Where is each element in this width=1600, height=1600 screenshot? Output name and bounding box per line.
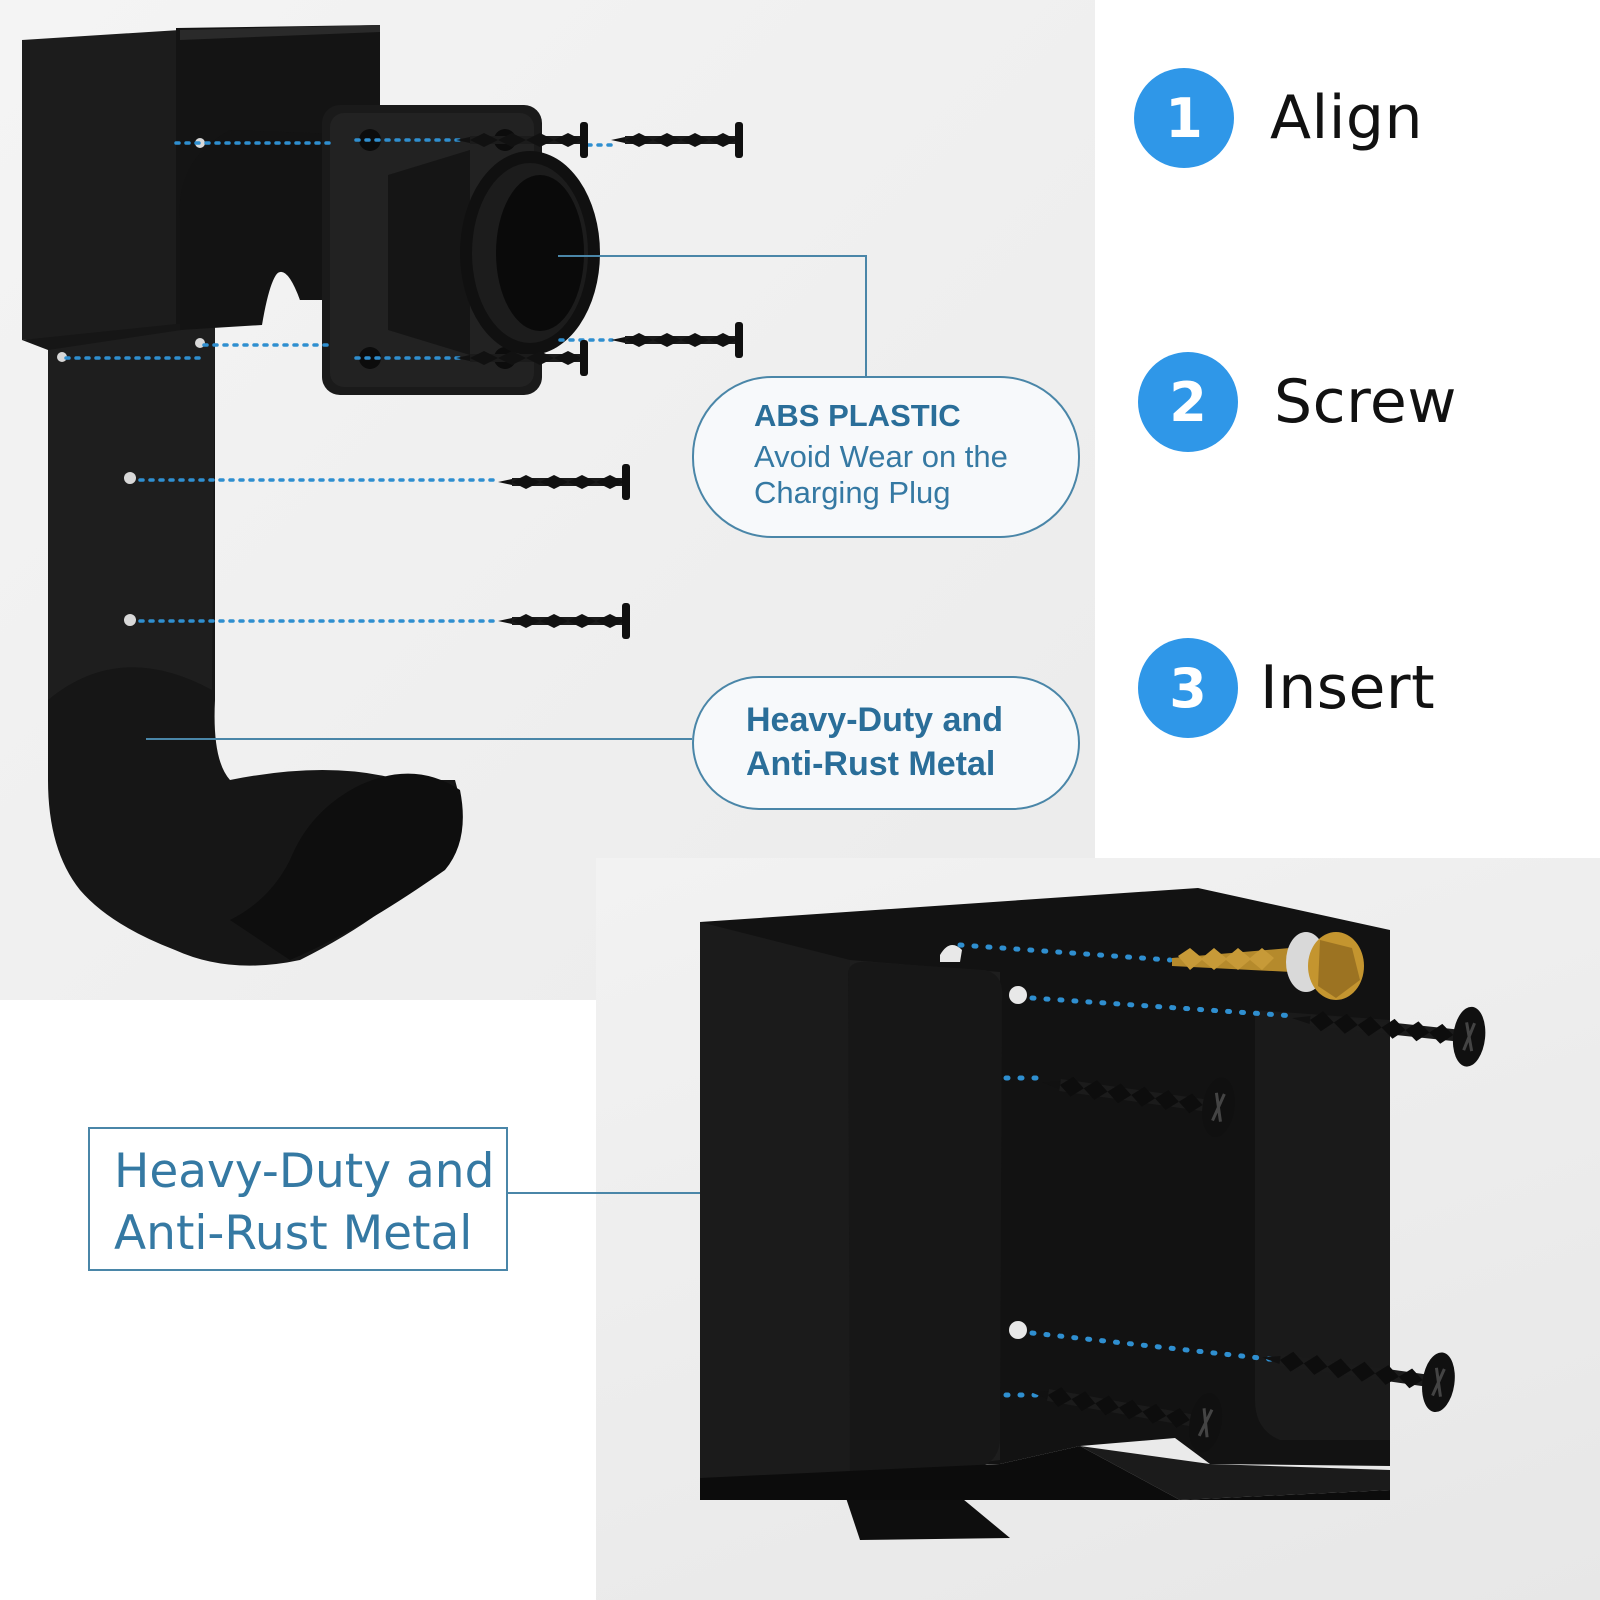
step-2-label: Screw — [1274, 367, 1457, 437]
step-2: 2 Screw — [1138, 352, 1457, 452]
step-1-label: Align — [1270, 83, 1423, 153]
step-3-label: Insert — [1260, 653, 1436, 723]
abs-plastic-callout: ABS PLASTIC Avoid Wear on the Charging P… — [692, 376, 1080, 538]
cable-bracket — [700, 888, 1390, 1540]
metal-callout-top: Heavy-Duty and Anti-Rust Metal — [692, 676, 1080, 810]
plug-holder — [322, 105, 600, 395]
metal-bottom-line-2: Anti-Rust Metal — [114, 1206, 473, 1261]
abs-heading: ABS PLASTIC — [754, 398, 961, 433]
metal-callout-bottom: Heavy-Duty and Anti-Rust Metal — [88, 1127, 508, 1271]
abs-line-2: Charging Plug — [754, 475, 951, 510]
callout-leaders — [146, 255, 867, 1194]
metal-bottom-line-1: Heavy-Duty and — [114, 1144, 495, 1199]
wall-screw-icon — [1172, 932, 1364, 1000]
step-2-badge: 2 — [1138, 352, 1238, 452]
bottom-guides — [957, 942, 1298, 1398]
step-1: 1 Align — [1134, 68, 1423, 168]
step-3: 3 Insert — [1138, 638, 1435, 738]
alignment-guides — [64, 138, 614, 623]
step-3-badge: 3 — [1138, 638, 1238, 738]
abs-line-1: Avoid Wear on the — [754, 439, 1008, 474]
metal-top-line-2: Anti-Rust Metal — [746, 745, 996, 783]
label-panel — [0, 1000, 596, 1600]
step-1-badge: 1 — [1134, 68, 1234, 168]
metal-top-line-1: Heavy-Duty and — [746, 701, 1003, 739]
